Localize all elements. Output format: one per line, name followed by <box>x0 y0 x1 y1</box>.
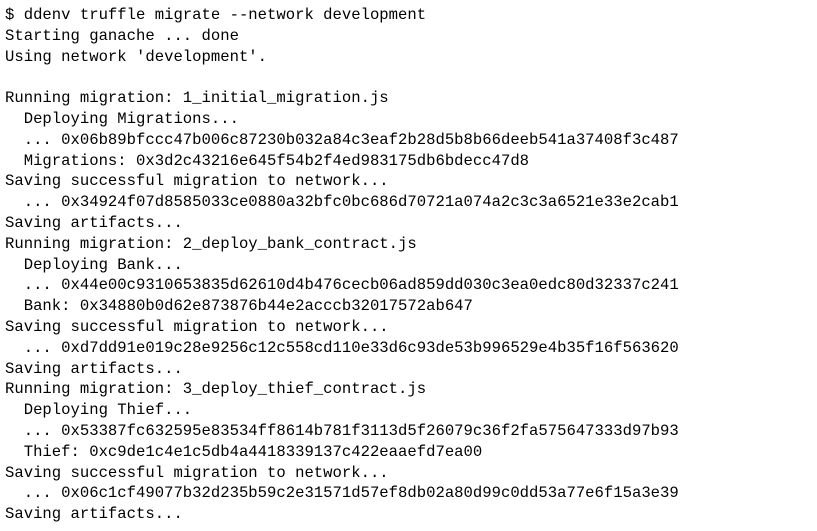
output-line: Saving artifacts... <box>5 359 183 378</box>
output-line: Saving successful migration to network..… <box>5 172 389 191</box>
output-line: Running migration: 1_initial_migration.j… <box>5 89 389 108</box>
output-line: ... 0x53387fc632595e83534ff8614b781f3113… <box>5 421 679 440</box>
output-line: Thief: 0xc9de1c4e1c5db4a4418339137c422ea… <box>5 442 483 461</box>
output-line: Starting ganache ... done <box>5 26 239 45</box>
output-line: ... 0xd7dd91e019c28e9256c12c558cd110e33d… <box>5 338 679 357</box>
output-line: Running migration: 3_deploy_thief_contra… <box>5 380 427 399</box>
output-line: Using network 'development'. <box>5 47 268 66</box>
output-line: ... 0x44e00c9310653835d62610d4b476cecb06… <box>5 276 679 295</box>
output-line: Deploying Migrations... <box>5 109 239 128</box>
output-line: Migrations: 0x3d2c43216e645f54b2f4ed9831… <box>5 151 530 170</box>
command-line: $ ddenv truffle migrate --network develo… <box>5 6 427 24</box>
output-line: ... 0x34924f07d8585033ce0880a32bfc0bc686… <box>5 193 679 212</box>
output-line: Saving successful migration to network..… <box>5 463 389 482</box>
output-line: Deploying Bank... <box>5 255 183 274</box>
output-line: Deploying Thief... <box>5 401 193 420</box>
output-line: Saving artifacts... <box>5 213 183 232</box>
blank-line <box>5 67 817 88</box>
output-line: ... 0x06c1cf49077b32d235b59c2e31571d57ef… <box>5 484 679 503</box>
output-line: ... 0x06b89bfccc47b006c87230b032a84c3eaf… <box>5 130 679 149</box>
output-line: Saving artifacts... <box>5 505 183 524</box>
output-line: Saving successful migration to network..… <box>5 317 389 336</box>
output-line: Bank: 0x34880b0d62e873876b44e2acccb32017… <box>5 297 473 316</box>
output-line: Running migration: 2_deploy_bank_contrac… <box>5 234 417 253</box>
